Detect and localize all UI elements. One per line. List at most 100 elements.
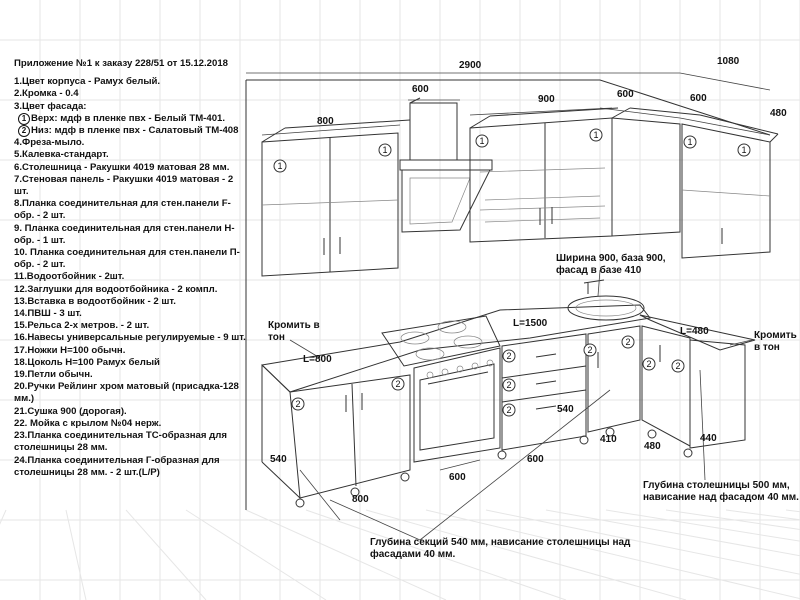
marker-1-upper-right-a: 1 [683,135,697,149]
leg-f [605,427,615,437]
upper-cabinet-900-top-back [489,107,619,117]
label-l1500: L=1500 [513,318,548,329]
sink-faucet-spout [583,279,605,284]
spec-item-5: 5.Калевка-стандарт. [14,149,109,161]
svg-text:2: 2 [506,351,511,361]
leader-depth-right [699,369,706,481]
stove-hob [381,315,501,367]
svg-text:2: 2 [395,379,400,389]
dim-410: 410 [600,434,617,445]
label-edge-right: Кромить в тон [754,330,797,353]
marker-2-e: 2 [502,403,516,417]
leader-depth-main-a [329,499,421,541]
dim-480-top: 480 [770,108,787,119]
spec-list: Приложение №1 к заказу 228/51 от 15.12.2… [14,58,250,479]
spec-item-11: 11.Водоотбойник - 2шт. [14,271,125,283]
dim-600-oven: 600 [449,472,466,483]
dim-1080: 1080 [717,56,740,67]
label-l480: L=480 [680,326,709,337]
drawer-handle-1 [535,353,557,358]
leader-edge-left [289,339,321,359]
grid-line [665,509,800,530]
spec-item-17: 17.Ножки Н=100 обычн. [14,344,126,356]
marker-1-upper-left-a: 1 [273,159,287,173]
grid-line [305,509,567,600]
svg-text:1: 1 [277,161,282,171]
svg-text:2: 2 [506,405,511,415]
lower-cabinet-800-split [351,383,357,487]
drawer-line-1 [501,365,587,379]
spec-item-16: 16.Навесы универсальные регулируемые - 9… [14,332,246,344]
hood-glass-inner [409,177,471,225]
marker-2-d: 2 [502,378,516,392]
spec-item-4: 4.Фреза-мыло. [14,137,85,149]
svg-text:1: 1 [479,136,484,146]
spec-item-22: 22. Мойка с крылом №04 нерж. [14,417,162,429]
dim-800-bottom: 800 [352,494,369,505]
spec-item-15: 15.Рельса 2-х метров. - 2 шт. [14,320,150,332]
sink-bowl-inner [575,299,637,317]
marker-2-h: 2 [642,357,656,371]
dim-2900: 2900 [459,60,482,71]
dim-600a: 600 [617,89,634,100]
lower-cabinet-right-side [689,339,746,449]
spec-circle-2: 2 [18,125,30,138]
drawer-handle-3 [535,405,557,410]
grid-line [605,509,800,542]
spec-item-23: 23.Планка соединительная ТС-образная для… [14,430,227,454]
svg-text:2: 2 [506,380,511,390]
marker-2-i: 2 [671,359,685,373]
upper-cabinet-800-top [261,127,286,143]
svg-text:1: 1 [687,137,692,147]
leg-b [350,487,360,497]
grid-line [365,509,687,600]
upper-corner-cabinet [611,117,681,237]
spec-item-13: 13.Вставка в водоотбойник - 2 шт. [14,295,176,307]
label-depth-right: Глубина столешницы 500 мм, нависание над… [643,480,799,503]
leader-sink [597,269,601,297]
leg-c [400,472,410,482]
dim-line-800-bottom [299,469,341,521]
dim-800-top: 800 [317,116,334,127]
leg-a [295,498,305,508]
oven-door [419,363,495,451]
leader-depth-main-b [419,389,611,541]
spec-circle-1: 1 [18,112,30,125]
svg-text:2: 2 [295,399,300,409]
svg-text:2: 2 [675,361,680,371]
grid-line [125,509,207,600]
sink-bowl [567,295,645,321]
spec-item-18: 18.Цоколь Н=100 Рамух белый [14,356,160,368]
marker-1-upper-mid-a: 1 [475,134,489,148]
dish-dryer [479,167,606,223]
spec-title: Приложение №1 к заказу 228/51 от 15.12.2… [14,58,228,69]
svg-text:1: 1 [593,130,598,140]
drawer-handle-2 [535,380,557,385]
svg-text:2: 2 [646,359,651,369]
svg-text:1: 1 [741,145,746,155]
upper-cabinet-900-top [469,115,491,129]
label-sink-note: Ширина 900, база 900, фасад в базе 410 [556,253,666,276]
lower-cabinet-800 [289,374,411,499]
spec-item-3b-text: Низ: мдф в пленке пвх - Салатовый ТМ-408 [31,125,239,137]
label-depth-main: Глубина секций 540 мм, нависание столешн… [370,537,631,560]
dim-540-left: 540 [270,454,287,465]
lower-sink-base [587,325,641,433]
label-edge-left: Кромить в тон [268,320,320,343]
upper-corner-top-back [629,107,701,116]
spec-item-9: 9. Планка соединительная для стен.панели… [14,222,235,246]
label-l800: L=800 [303,354,332,365]
spec-item-21: 21.Сушка 900 (дорогая). [14,405,127,417]
dim-line-900 [469,107,613,116]
grid-line [425,509,800,600]
dim-540-drawers: 540 [557,404,574,415]
countertop-right [639,314,756,351]
spec-item-24: 24.Планка соединительная Г-образная для … [14,454,220,478]
oven-handle [427,371,489,385]
hood-glass [401,169,491,233]
dim-480-bottom: 480 [644,441,661,452]
